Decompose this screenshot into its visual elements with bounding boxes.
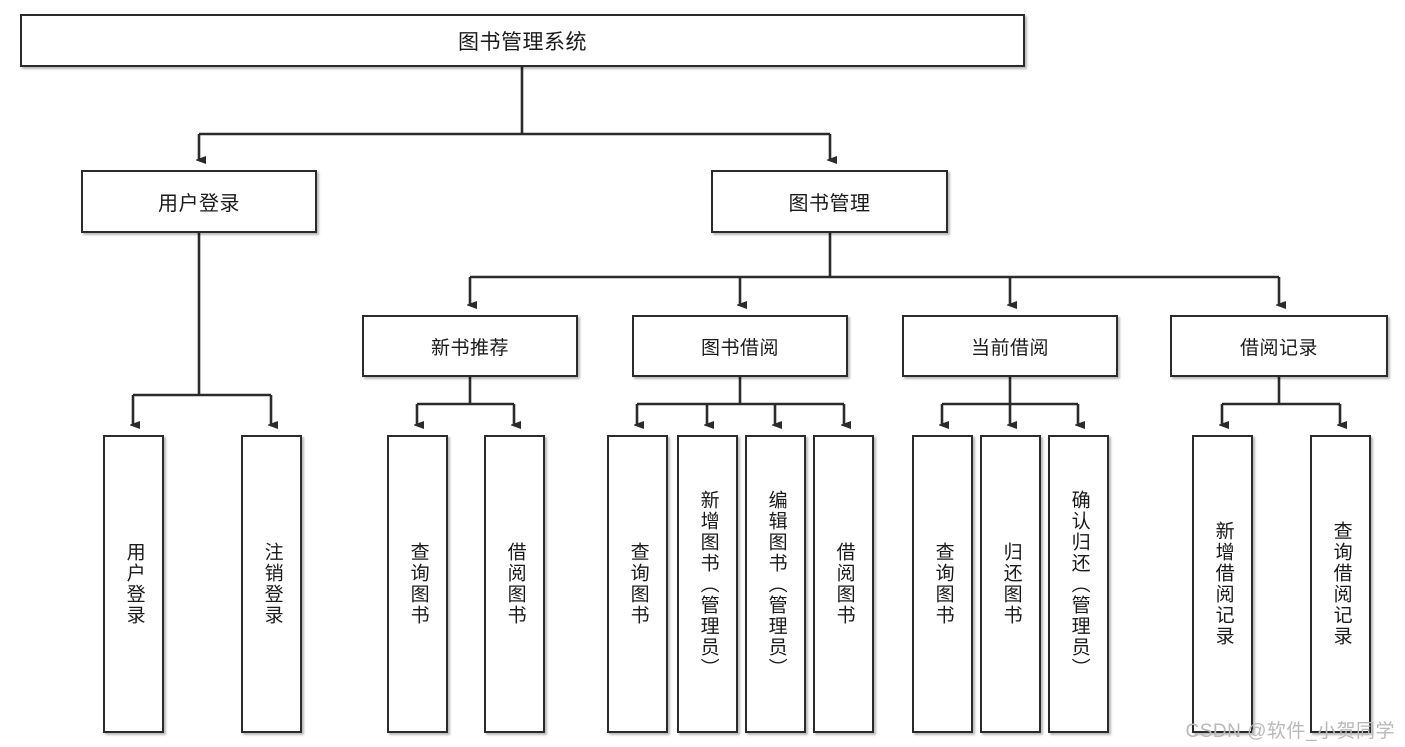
- node-leaf-confirm-return[interactable]: 确认归还（管理员）: [1048, 435, 1109, 733]
- node-borrow-record[interactable]: 借阅记录: [1170, 315, 1388, 377]
- node-leaf-query-book-2[interactable]: 查询图书: [607, 435, 668, 733]
- node-leaf-borrow-book-2[interactable]: 借阅图书: [813, 435, 874, 733]
- node-leaf-user-login[interactable]: 用户登录: [103, 435, 164, 733]
- node-leaf-add-book[interactable]: 新增图书（管理员）: [677, 435, 738, 733]
- node-new-book-recommend-label: 新书推荐: [430, 337, 509, 359]
- watermark: CSDN @软件_小贺同学: [1185, 721, 1395, 742]
- node-current-borrow[interactable]: 当前借阅: [902, 315, 1118, 377]
- node-leaf-query-record[interactable]: 查询借阅记录: [1310, 435, 1371, 733]
- node-leaf-borrow-book-1[interactable]: 借阅图书: [484, 435, 545, 733]
- node-leaf-query-record-label: 查询借阅记录: [1330, 521, 1352, 647]
- node-leaf-add-book-label: 新增图书（管理员）: [697, 489, 719, 679]
- node-leaf-add-record-label: 新增借阅记录: [1212, 521, 1234, 647]
- node-leaf-query-book-1[interactable]: 查询图书: [387, 435, 448, 733]
- node-user-login[interactable]: 用户登录: [81, 170, 317, 233]
- node-leaf-query-book-3[interactable]: 查询图书: [912, 435, 973, 733]
- node-book-manage[interactable]: 图书管理: [711, 170, 948, 233]
- node-leaf-user-logout-label: 注销登录: [261, 542, 283, 626]
- node-leaf-return-book-label: 归还图书: [1000, 542, 1022, 626]
- node-book-manage-label: 图书管理: [788, 193, 871, 215]
- node-root[interactable]: 图书管理系统: [20, 14, 1025, 67]
- node-leaf-query-book-3-label: 查询图书: [932, 542, 954, 626]
- node-current-borrow-label: 当前借阅: [970, 337, 1049, 359]
- node-leaf-edit-book[interactable]: 编辑图书（管理员）: [745, 435, 806, 733]
- node-leaf-confirm-return-label: 确认归还（管理员）: [1068, 489, 1090, 679]
- node-leaf-query-book-1-label: 查询图书: [407, 542, 429, 626]
- node-book-borrow-label: 图书借阅: [700, 337, 779, 359]
- node-user-login-label: 用户登录: [158, 193, 240, 215]
- node-root-label: 图书管理系统: [458, 30, 587, 54]
- node-leaf-edit-book-label: 编辑图书（管理员）: [765, 489, 787, 679]
- node-leaf-return-book[interactable]: 归还图书: [980, 435, 1041, 733]
- node-leaf-borrow-book-2-label: 借阅图书: [833, 542, 855, 626]
- node-leaf-user-logout[interactable]: 注销登录: [241, 435, 302, 733]
- node-leaf-user-login-label: 用户登录: [123, 542, 145, 626]
- node-book-borrow[interactable]: 图书借阅: [632, 315, 848, 377]
- node-new-book-recommend[interactable]: 新书推荐: [362, 315, 578, 377]
- node-leaf-query-book-2-label: 查询图书: [627, 542, 649, 626]
- node-leaf-borrow-book-1-label: 借阅图书: [504, 542, 526, 626]
- node-borrow-record-label: 借阅记录: [1239, 337, 1318, 359]
- node-leaf-add-record[interactable]: 新增借阅记录: [1192, 435, 1253, 733]
